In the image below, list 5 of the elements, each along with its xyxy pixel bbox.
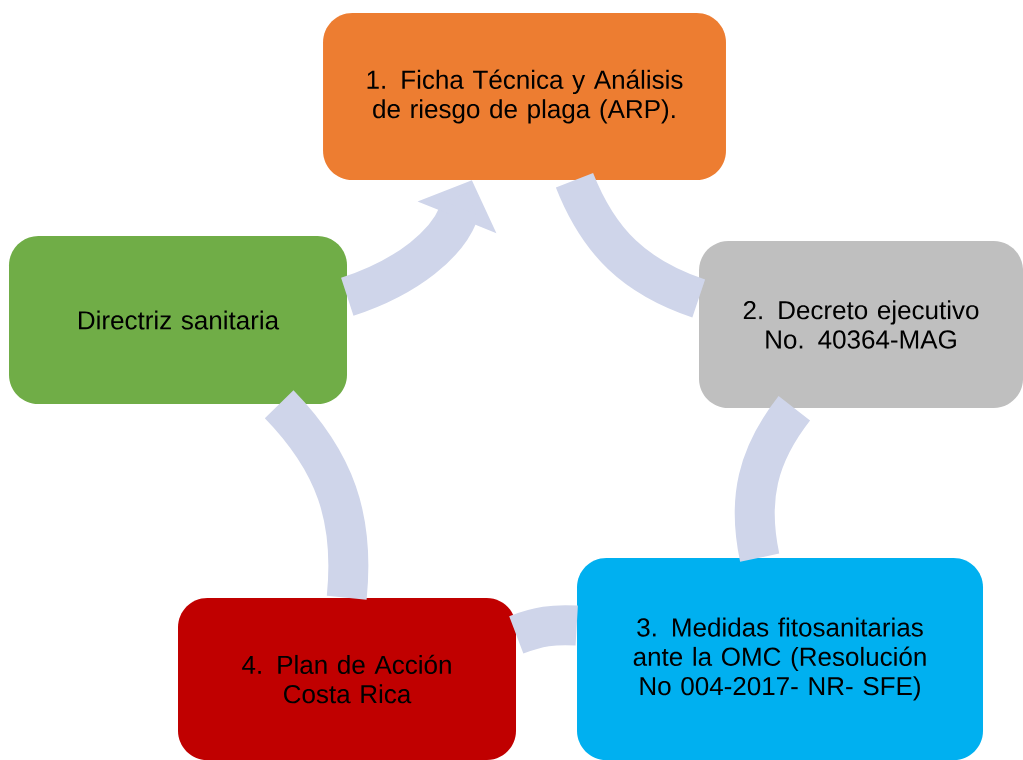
process-box: 1. Ficha Técnica y Análisis de riesgo de plaga (ARP). — [323, 13, 726, 180]
process-box: 4. Plan de Acción Costa Rica — [178, 598, 516, 760]
process-box: Directriz sanitaria — [9, 236, 347, 404]
process-box: 3. Medidas fitosanitarias ante la OMC (Resolución No 004-2017- NR- SFE) — [577, 558, 983, 760]
process-box: 2. Decreto ejecutivo No. 40364-MAG — [699, 241, 1023, 408]
